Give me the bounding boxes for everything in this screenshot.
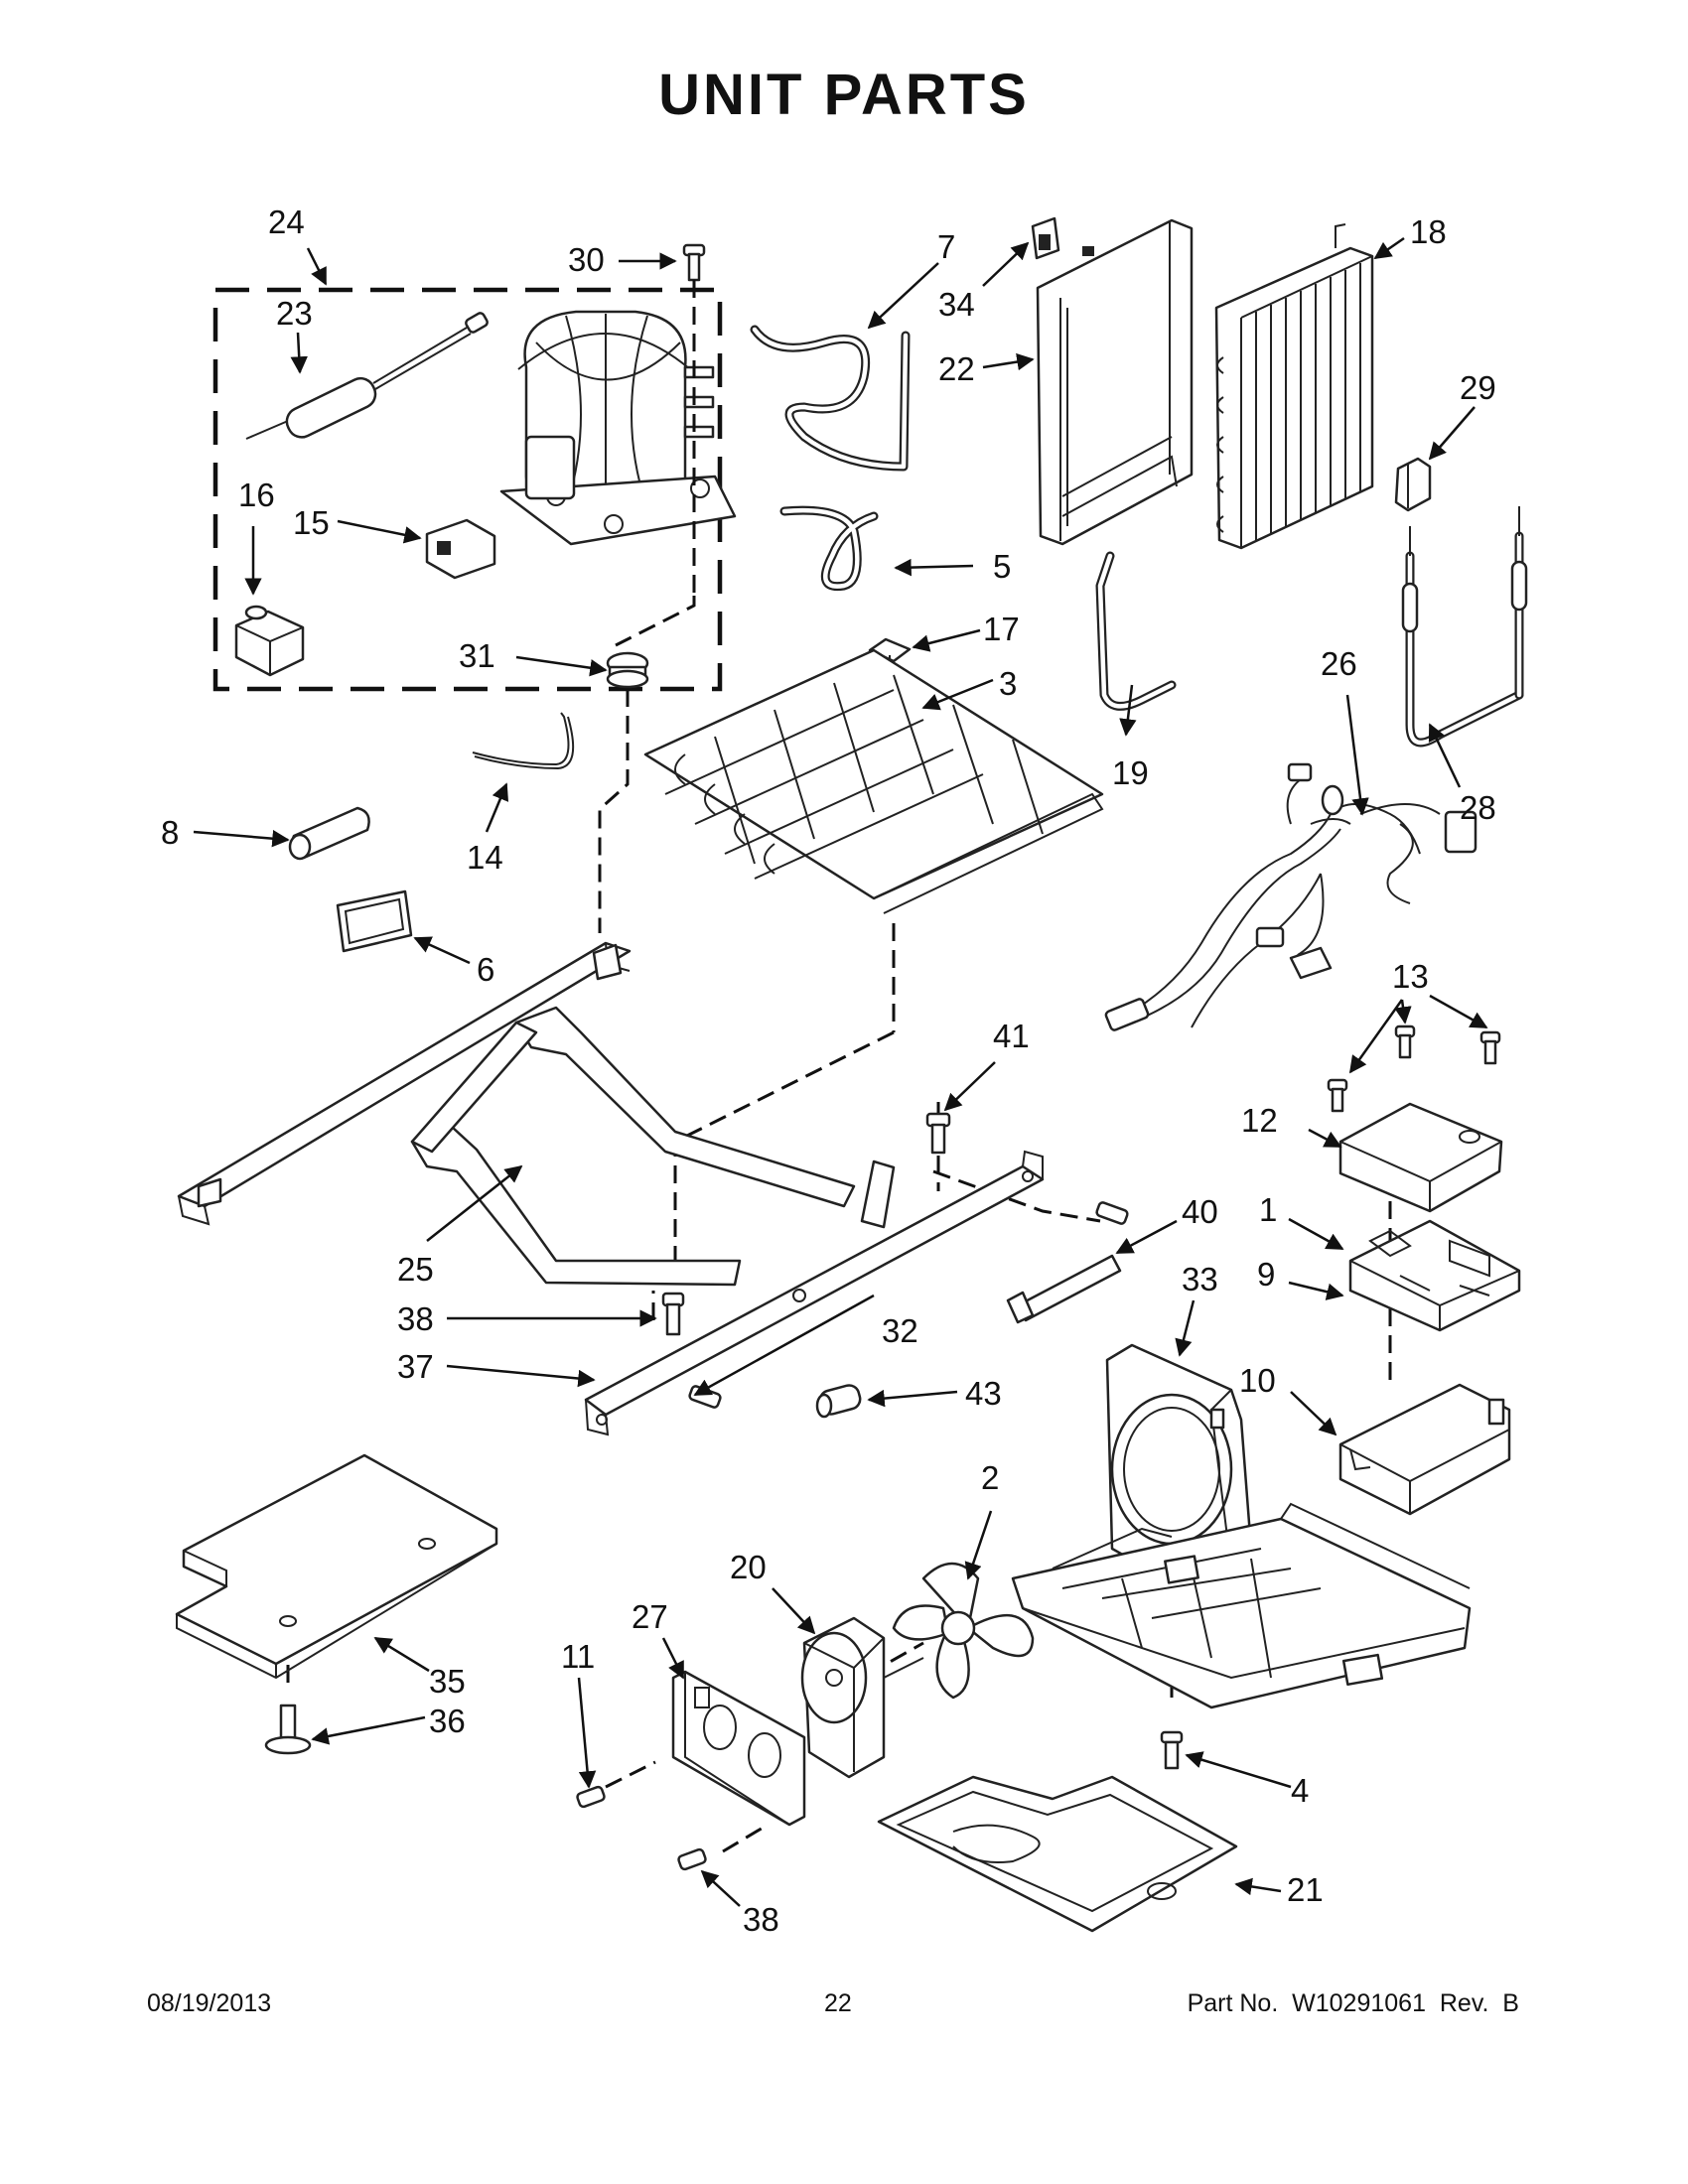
- callout-31: 31: [459, 637, 495, 674]
- callout-2: 2: [981, 1459, 999, 1496]
- callout-labels: 24 23 30 7 34 22 18 29 16 15 5 17 3 31 1…: [161, 204, 1496, 1938]
- callout-28: 28: [1460, 789, 1496, 826]
- callout-10: 10: [1239, 1362, 1276, 1399]
- part-23-drier: [245, 312, 489, 440]
- callout-17: 17: [983, 611, 1020, 647]
- callout-14: 14: [467, 839, 503, 876]
- callout-4: 4: [1291, 1772, 1309, 1809]
- part-18-condenser: [1214, 223, 1374, 550]
- callout-38-lower: 38: [743, 1901, 779, 1938]
- callout-36: 36: [429, 1703, 466, 1739]
- callout-19: 19: [1112, 754, 1149, 791]
- callout-29: 29: [1460, 369, 1496, 406]
- part-5-tube: [779, 505, 879, 592]
- part-35-panel: [175, 1453, 498, 1680]
- callout-7: 7: [937, 228, 955, 265]
- part-3-evaporator: [643, 648, 1104, 1032]
- callout-32: 32: [882, 1312, 918, 1349]
- part-7-tube: [750, 325, 911, 472]
- part-38-screw-lower: [677, 1847, 707, 1871]
- callout-24: 24: [268, 204, 305, 240]
- part-25-frame: [177, 941, 896, 1287]
- callout-21: 21: [1287, 1871, 1324, 1908]
- callout-18: 18: [1410, 213, 1447, 250]
- callout-43: 43: [965, 1375, 1002, 1412]
- part-12-cover: [1338, 1102, 1503, 1213]
- callout-23: 23: [276, 295, 313, 332]
- callout-12: 12: [1241, 1102, 1278, 1139]
- part-41-screw: [925, 1112, 951, 1155]
- callout-38-upper: 38: [397, 1300, 434, 1337]
- callout-15: 15: [293, 504, 330, 541]
- callout-25: 25: [397, 1251, 434, 1288]
- part-20-motor: [800, 1616, 924, 1779]
- part-6-pad: [336, 889, 413, 953]
- part-28-tubing: [1401, 506, 1528, 748]
- part-16-overload: [234, 605, 305, 677]
- footer-date: 08/19/2013: [147, 1989, 272, 2017]
- callout-8: 8: [161, 814, 179, 851]
- callout-33: 33: [1182, 1261, 1218, 1297]
- part-21-drain-pan: [877, 1775, 1238, 1933]
- callout-16: 16: [238, 477, 275, 513]
- part-32-screw-upper: [1095, 1201, 1129, 1225]
- part-40-bar: [1006, 1254, 1122, 1324]
- callout-30: 30: [568, 241, 605, 278]
- callout-6: 6: [477, 951, 494, 988]
- callout-11: 11: [561, 1638, 595, 1675]
- part-29-clip: [1394, 457, 1432, 512]
- part-13-screws: [1327, 1024, 1501, 1113]
- part-31-grommet: [606, 651, 649, 689]
- part-38-screw-upper: [661, 1292, 685, 1336]
- leader-arrows: [193, 236, 1488, 1907]
- callout-26: 26: [1321, 645, 1357, 682]
- base-pan: [1011, 1502, 1472, 1709]
- callout-40: 40: [1182, 1193, 1218, 1230]
- part-15-relay: [425, 518, 496, 580]
- callout-3: 3: [999, 665, 1017, 702]
- callout-5: 5: [993, 548, 1011, 585]
- page-title: UNIT PARTS: [658, 63, 1030, 127]
- callout-37: 37: [397, 1348, 434, 1385]
- part-36-foot: [264, 1704, 312, 1755]
- callout-22: 22: [938, 350, 975, 387]
- part-8-sleeve: [288, 806, 370, 861]
- callout-1: 1: [1259, 1191, 1277, 1228]
- callout-9: 9: [1257, 1256, 1275, 1293]
- part-22-shroud: [1036, 218, 1194, 546]
- part-26-harness: [1104, 762, 1477, 1031]
- callout-27: 27: [632, 1598, 668, 1635]
- part-34-clip: [1031, 216, 1060, 260]
- compressor: [499, 310, 737, 546]
- footer-part-number: Part No. W10291061 Rev. B: [1187, 1989, 1519, 2017]
- callout-41: 41: [993, 1018, 1030, 1054]
- part-4-screw: [1160, 1730, 1184, 1770]
- part-37-crossbar: [584, 1150, 1045, 1436]
- part-30-screw: [682, 243, 706, 596]
- part-1-board: [1348, 1219, 1521, 1332]
- callout-13: 13: [1392, 958, 1429, 995]
- part-2-fan: [892, 1562, 1035, 1700]
- part-10-housing: [1338, 1383, 1511, 1516]
- part-19-wire: [1095, 551, 1177, 711]
- footer-page-number: 22: [824, 1989, 852, 2017]
- callout-35: 35: [429, 1663, 466, 1700]
- part-14-wire: [472, 712, 575, 770]
- part-27-bracket: [671, 1670, 806, 1827]
- part-11-screw: [576, 1785, 606, 1809]
- callout-34: 34: [938, 286, 975, 323]
- part-43-cap: [815, 1384, 862, 1419]
- callout-20: 20: [730, 1549, 767, 1585]
